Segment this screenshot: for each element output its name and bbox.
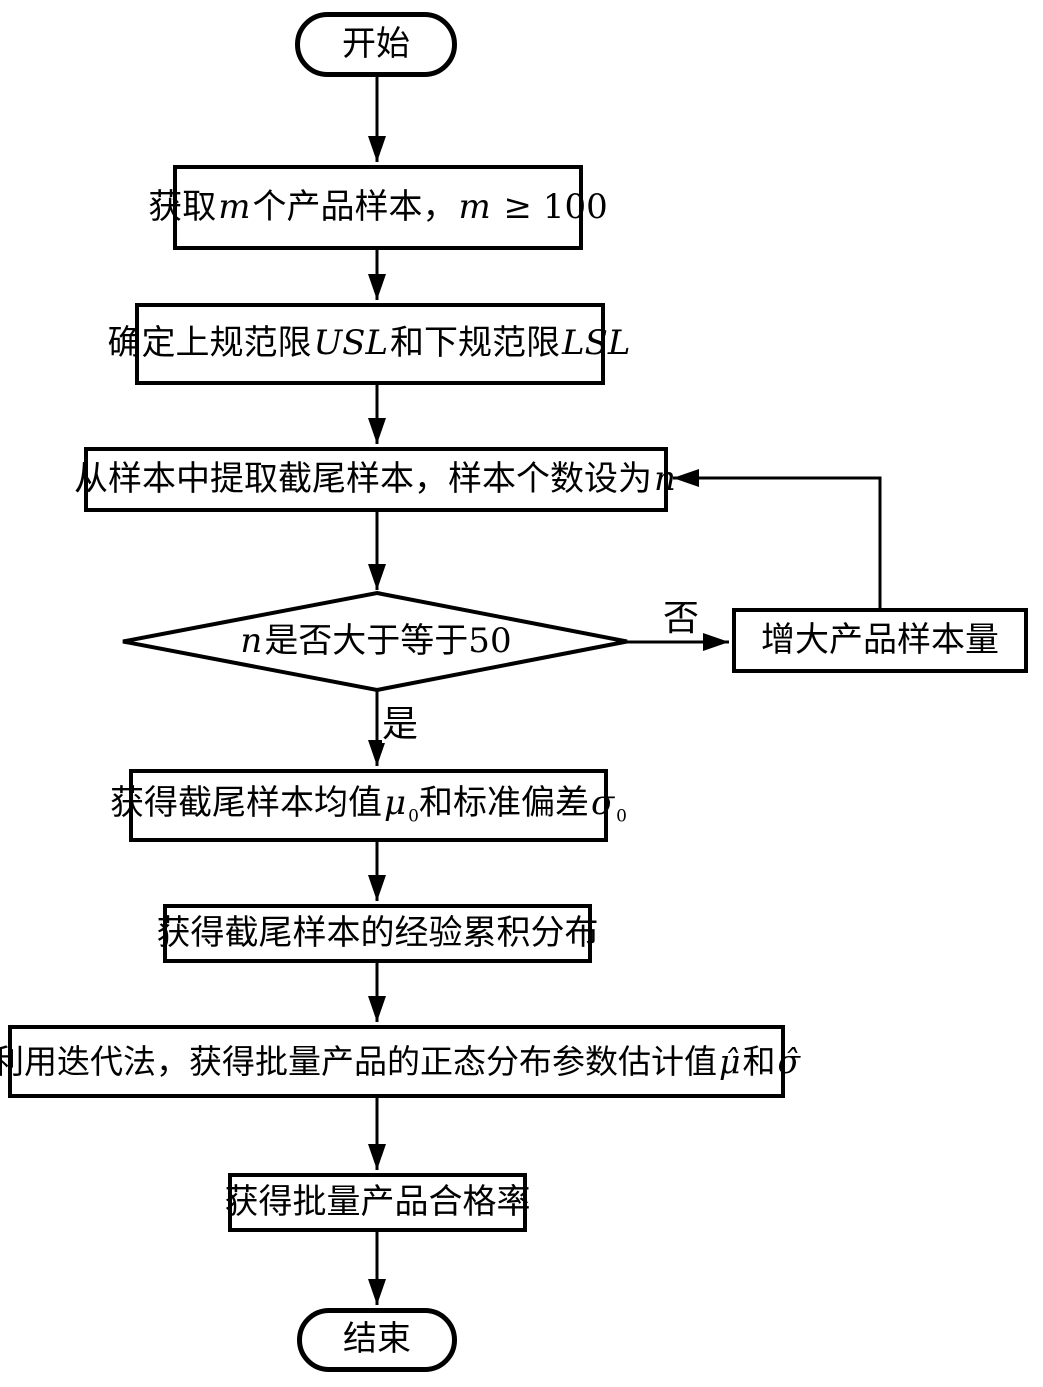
start-terminator: 开始: [295, 12, 457, 77]
process-ecdf: 获得截尾样本的经验累积分布: [157, 904, 599, 963]
get-samples-label: 获取m个产品样本，m ≥ 100: [148, 186, 608, 227]
process-pass-rate: 获得批量产品合格率: [225, 1173, 531, 1232]
decision-label: n是否大于等于50: [240, 620, 512, 661]
edge-label-yes: 是: [382, 704, 419, 745]
spec-limits-label: 确定上规范限USL和下规范限LSL: [107, 323, 631, 364]
ecdf-label: 获得截尾样本的经验累积分布: [156, 912, 599, 953]
process-spec-limits: 确定上规范限USL和下规范限LSL: [108, 303, 631, 385]
pass-rate-label: 获得批量产品合格率: [224, 1181, 531, 1222]
increase-sample-label: 增大产品样本量: [761, 619, 999, 660]
edge-feedback-to-truncated: [673, 469, 882, 608]
iterate-label: 利用迭代法，获得批量产品的正态分布参数估计值μ̂和σ̂: [0, 1041, 800, 1081]
end-terminator: 结束: [297, 1308, 457, 1372]
decision-n-ge-50: n是否大于等于50: [123, 593, 627, 690]
process-truncated-sample: 从样本中提取截尾样本，样本个数设为n: [74, 447, 676, 512]
process-get-samples: 获取m个产品样本，m ≥ 100: [148, 165, 608, 250]
start-label: 开始: [342, 23, 410, 64]
decision-diamond-shape: [122, 590, 628, 693]
edge-label-no: 否: [663, 598, 700, 639]
process-iterate: 利用迭代法，获得批量产品的正态分布参数估计值μ̂和σ̂: [0, 1025, 800, 1098]
end-label: 结束: [343, 1319, 411, 1360]
truncated-sample-label: 从样本中提取截尾样本，样本个数设为n: [74, 458, 676, 499]
process-increase-sample: 增大产品样本量: [732, 608, 1028, 673]
